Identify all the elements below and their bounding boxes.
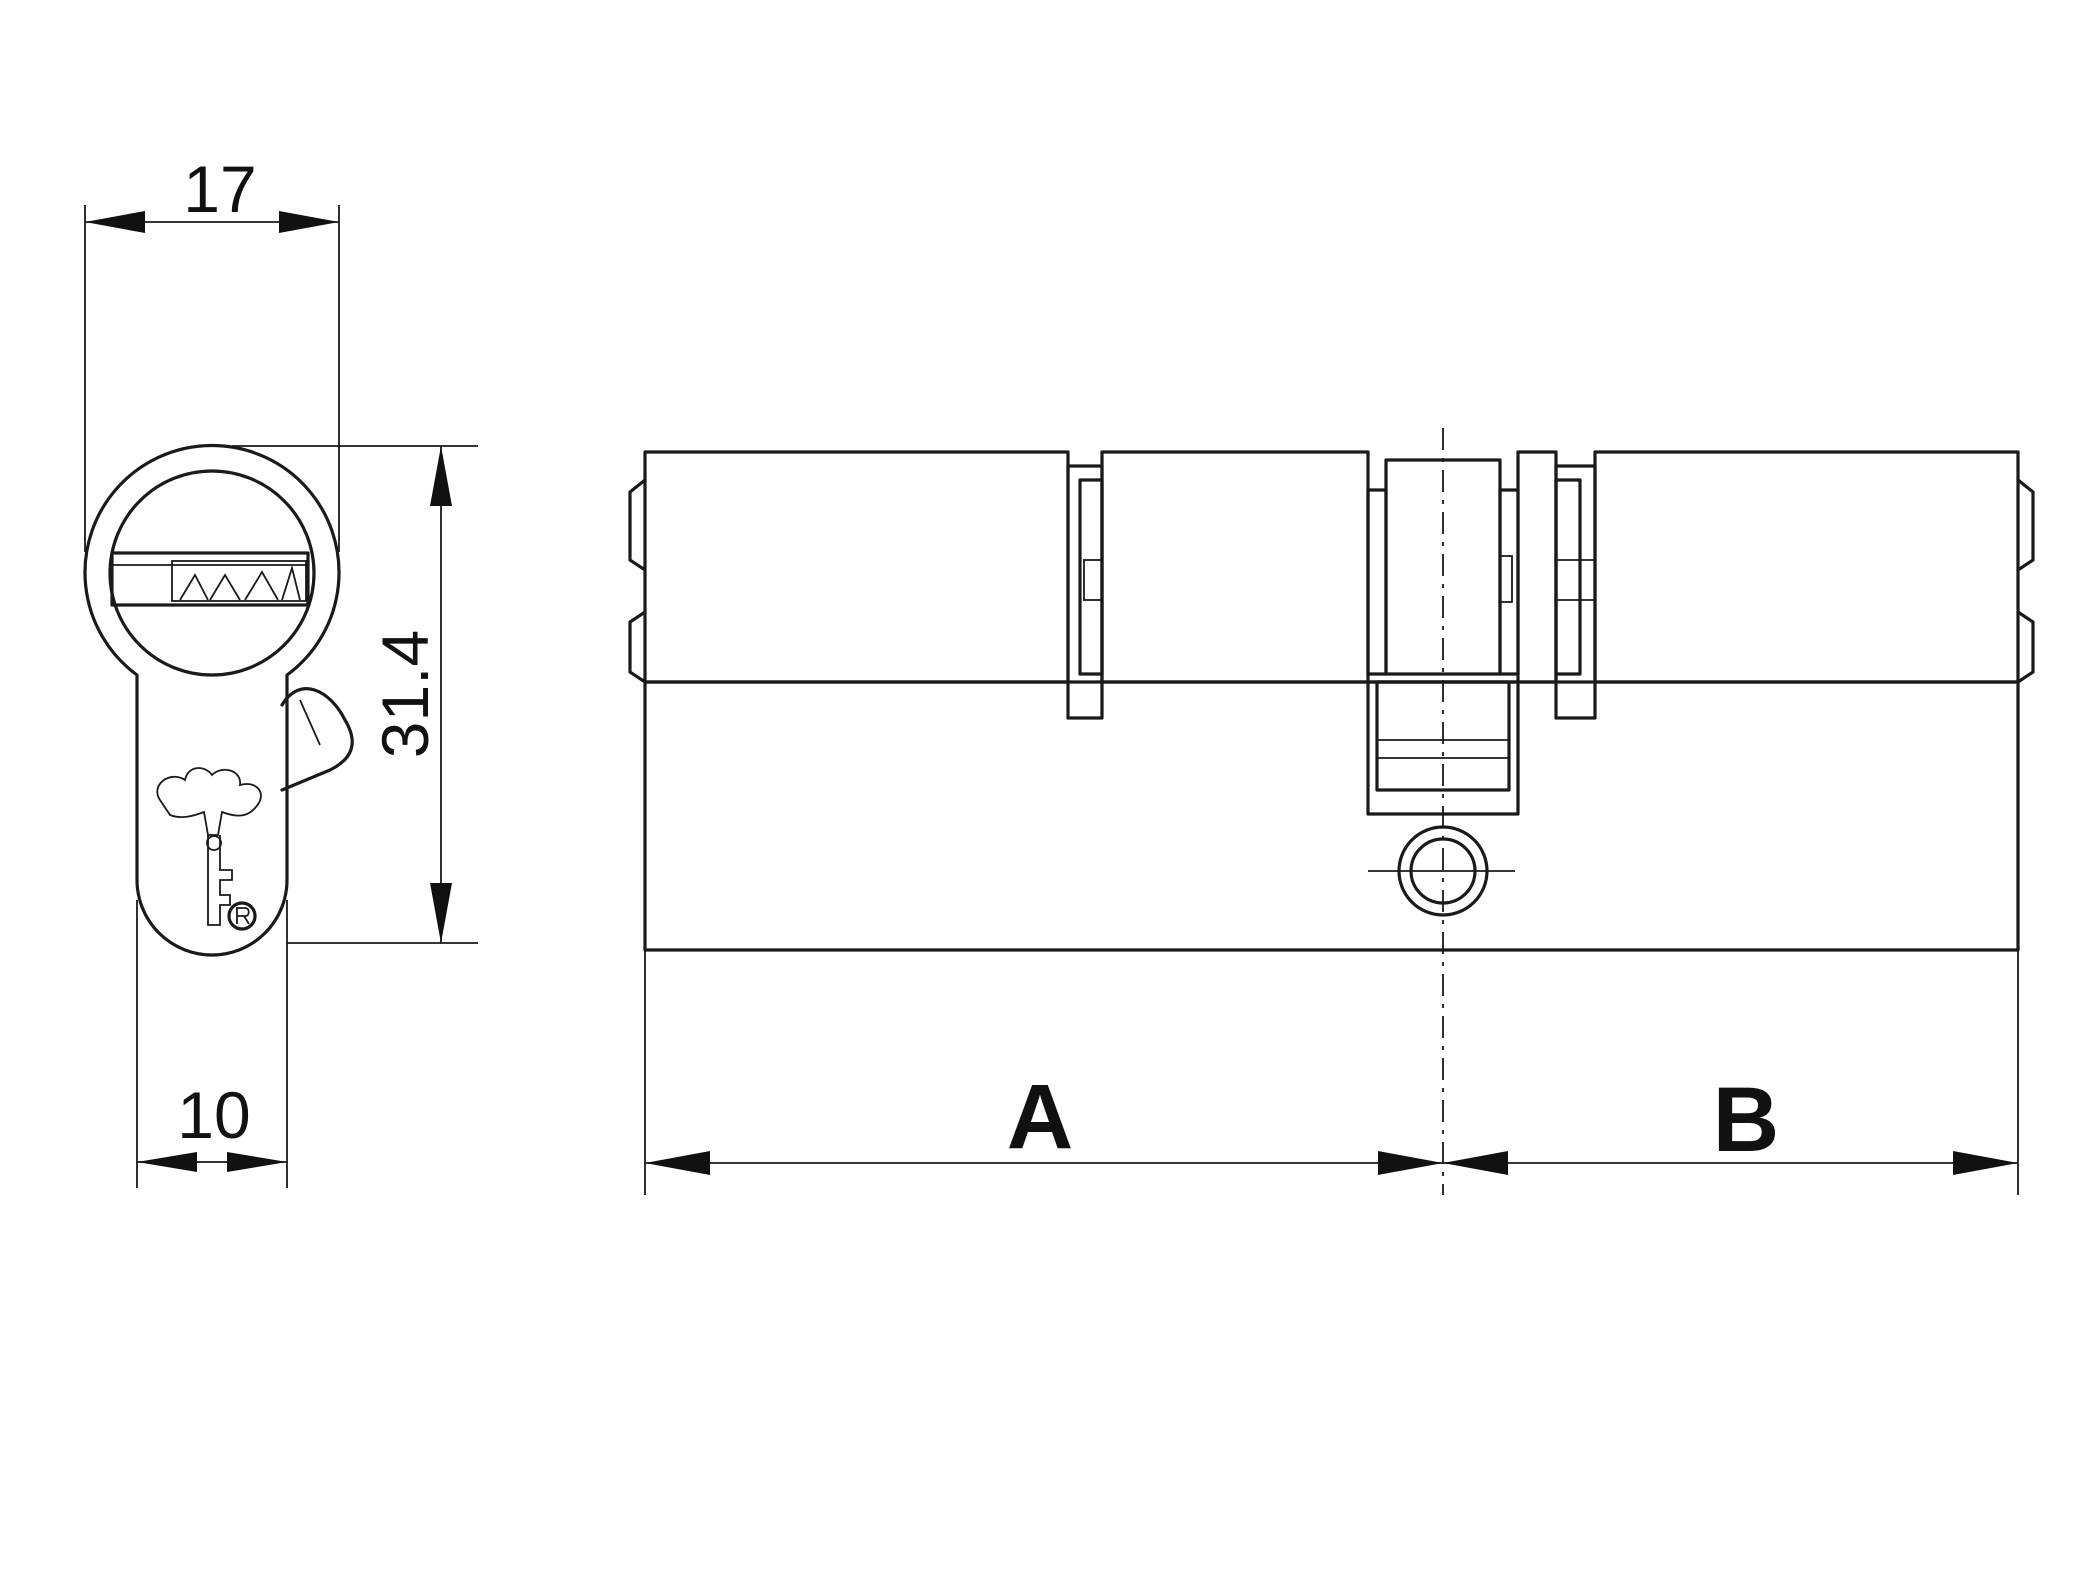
right-face-bevel <box>2016 478 2035 684</box>
left-plug-segment <box>1100 450 1370 684</box>
plug-ring <box>108 469 316 677</box>
profile-outline <box>83 443 341 957</box>
key-cuts <box>179 564 301 601</box>
dimension-17: 17 <box>84 152 340 552</box>
dim-label-31-4: 31.4 <box>368 630 442 758</box>
dim-label-b: B <box>1713 1069 1779 1171</box>
right-ring <box>1516 450 1558 684</box>
key-logo-icon <box>156 767 262 926</box>
dim-label-a: A <box>1007 1066 1073 1168</box>
dimension-a-b: A B <box>644 950 2019 1195</box>
registered-trademark-icon <box>227 901 257 931</box>
dim-label-10: 10 <box>177 1078 250 1152</box>
cam-lobe <box>280 687 354 792</box>
front-view: A B <box>628 428 2035 1195</box>
dim-label-17: 17 <box>183 152 256 226</box>
body-lower <box>643 680 2020 952</box>
key-bit <box>171 560 307 602</box>
left-clip-outer <box>1066 464 1104 720</box>
left-face-bevel <box>628 478 647 684</box>
right-clip-outer <box>1554 464 1597 720</box>
center-right-clip <box>1498 488 1520 676</box>
center-right-pin <box>1499 555 1513 603</box>
left-housing <box>643 450 1070 684</box>
dimension-31-4: 31.4 <box>232 445 478 944</box>
cam-detail <box>299 699 321 746</box>
dimension-10: 10 <box>136 900 288 1188</box>
right-clip-inner <box>1554 478 1582 676</box>
left-clip-pin <box>1083 559 1103 601</box>
keyway-slot <box>110 551 310 607</box>
end-view: 17 31.4 10 <box>83 152 478 1188</box>
center-left-clip <box>1366 488 1388 676</box>
right-housing <box>1593 450 2020 684</box>
